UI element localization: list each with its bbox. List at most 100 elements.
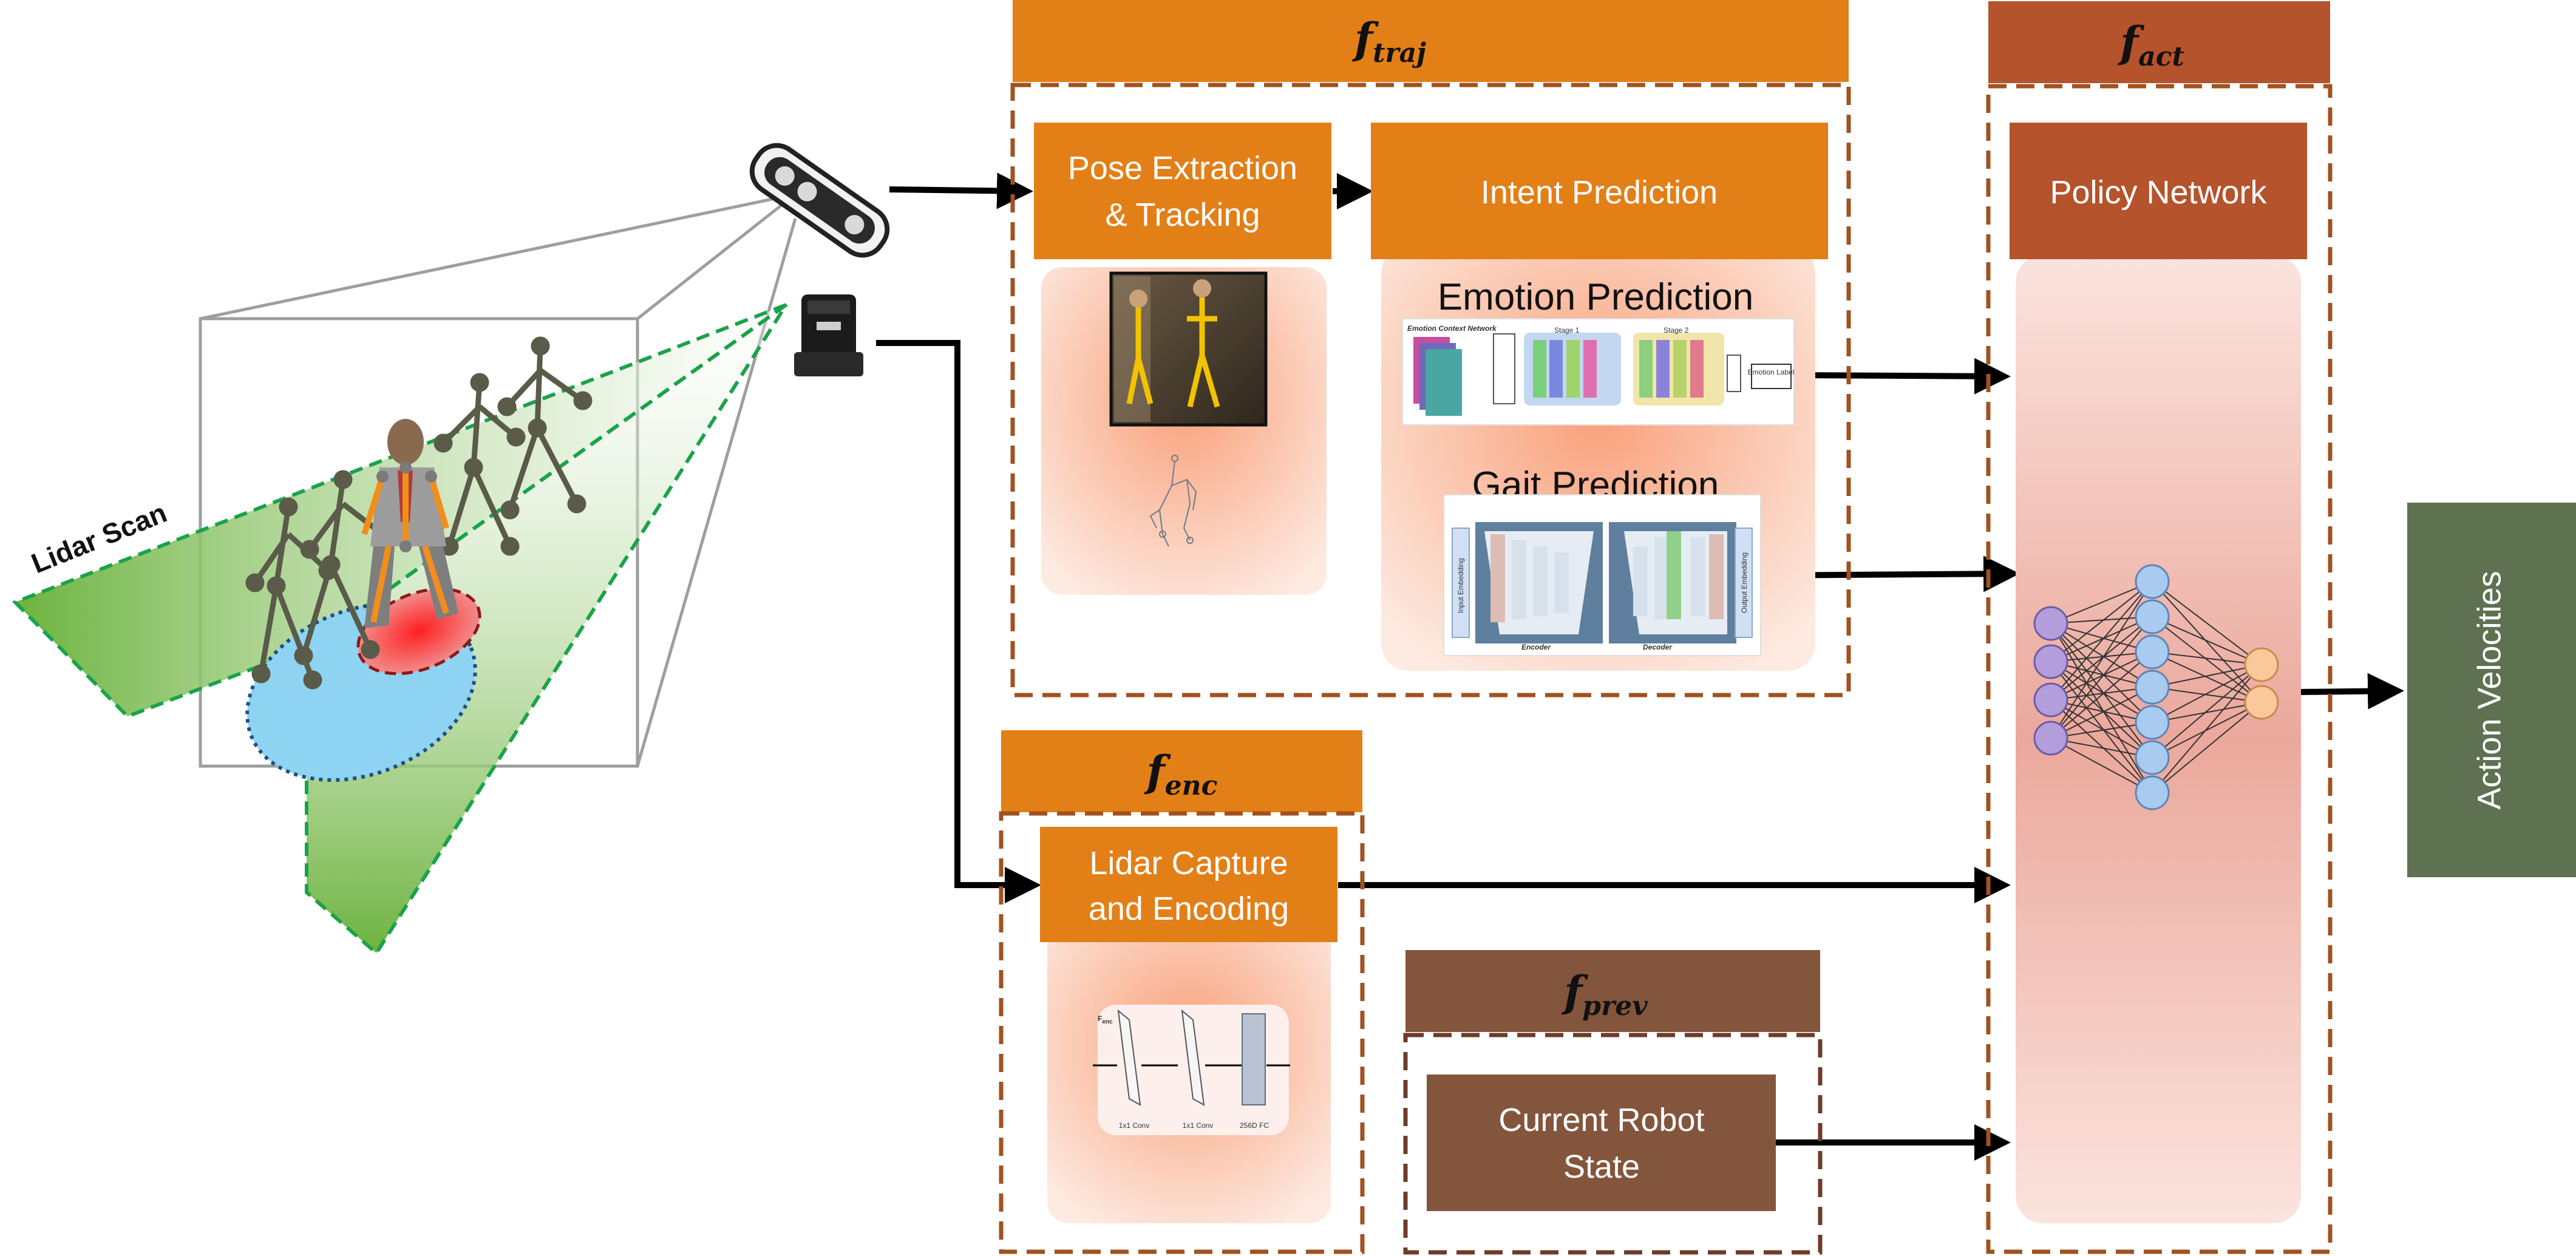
- nn-node-layer-2: [2135, 775, 2170, 810]
- nn-node-layer-3: [2244, 647, 2279, 682]
- nn-connection: [2152, 664, 2262, 723]
- module-act-header: [1988, 1, 2330, 83]
- nn-connection: [2152, 664, 2262, 793]
- skeleton-4: [497, 336, 593, 520]
- svg-text:256D FC: 256D FC: [1240, 1121, 1269, 1130]
- pose-skeleton-sketch: [1149, 455, 1197, 547]
- pose-extraction-line1: Pose Extraction: [1068, 150, 1297, 186]
- pose-extraction-line2: & Tracking: [1105, 197, 1260, 233]
- nn-connection: [2050, 581, 2153, 624]
- arrow-emotion-to-policy: [1795, 358, 2011, 395]
- module-traj: ftraj Pose Extraction & Tracking: [1010, 0, 1851, 698]
- module-traj-border: [1010, 83, 1851, 698]
- policy-network-label: Policy Network: [2050, 174, 2267, 211]
- nn-connection: [2050, 699, 2153, 758]
- lidar-sensor-icon: [794, 294, 863, 376]
- skeleton-1: [245, 497, 338, 690]
- nn-node-layer-2: [2135, 634, 2170, 670]
- arrow-policy-to-output: [2297, 673, 2404, 710]
- nn-connection: [2050, 738, 2153, 793]
- nn-connection: [2050, 623, 2153, 688]
- svg-text:Fenc: Fenc: [1098, 1014, 1113, 1025]
- nn-node-layer-1: [2033, 644, 2068, 679]
- scene-illustration: Lidar Scan: [12, 143, 890, 956]
- nn-connection: [2050, 623, 2153, 653]
- module-enc-header: [1001, 730, 1362, 812]
- lidar-capture-block: [1040, 827, 1337, 942]
- nn-connection: [2050, 616, 2153, 739]
- skeleton-3: [433, 373, 526, 556]
- encoder-network-diagram: Fenc 1x1 Conv 1x1 Conv 256D FC: [1093, 1005, 1290, 1135]
- nn-connection: [2152, 581, 2262, 703]
- robot-state-line1: Current Robot: [1498, 1102, 1704, 1138]
- nn-connection: [2050, 661, 2153, 793]
- nn-node-layer-2: [2135, 564, 2170, 599]
- module-prev-border: [1403, 1033, 1823, 1255]
- robot-state-block: [1427, 1074, 1776, 1211]
- intent-prediction-block: [1371, 123, 1828, 259]
- output-box: Action Velocities: [2407, 503, 2576, 877]
- policy-network-block: [2010, 123, 2307, 259]
- emotion-network-diagram: Emotion Context Network Stage 1 Stage 2 …: [1402, 318, 1795, 426]
- nn-connection: [2152, 616, 2262, 703]
- nn-connection: [2152, 702, 2262, 793]
- nn-connection: [2050, 661, 2153, 723]
- neural-network-graphic: [2033, 564, 2279, 810]
- module-traj-header: [1013, 0, 1849, 82]
- nn-connection: [2152, 664, 2262, 688]
- nn-connection: [2152, 702, 2262, 758]
- svg-text:Stage 2: Stage 2: [1664, 326, 1689, 334]
- nn-connection: [2152, 651, 2262, 665]
- nn-connection: [2050, 651, 2153, 739]
- pose-photo: [1109, 271, 1268, 427]
- svg-text:1x1 Conv: 1x1 Conv: [1119, 1121, 1150, 1130]
- module-enc-border: [999, 811, 1365, 1254]
- intent-prediction-label: Intent Prediction: [1481, 174, 1718, 211]
- gait-network-diagram: Input Embedding Output Embedding Encoder…: [1443, 494, 1761, 656]
- nn-connection: [2152, 616, 2262, 665]
- nn-node-layer-2: [2135, 740, 2170, 775]
- nn-connection: [2050, 699, 2153, 723]
- nn-connection: [2152, 702, 2262, 723]
- nn-connection: [2152, 581, 2262, 665]
- flow-arrows: [876, 172, 2404, 1161]
- svg-text:Encoder: Encoder: [1521, 643, 1551, 651]
- nn-node-layer-3: [2244, 685, 2279, 720]
- svg-text:1x1 Conv: 1x1 Conv: [1183, 1121, 1214, 1130]
- nn-node-layer-1: [2033, 721, 2068, 756]
- robot-state-line2: State: [1563, 1149, 1640, 1185]
- nn-connection: [2050, 699, 2153, 793]
- svg-text:Decoder: Decoder: [1643, 643, 1673, 651]
- depth-camera-icon: [749, 143, 890, 258]
- nn-connection: [2050, 616, 2153, 701]
- arrow-lidar-to-encoding: [876, 340, 1041, 903]
- nn-node-layer-2: [2135, 705, 2170, 740]
- action-velocities-box: [2407, 503, 2576, 877]
- policy-panel: [2016, 255, 2301, 1223]
- module-act: fact Policy Network: [1986, 1, 2333, 1254]
- svg-text:Emotion Label: Emotion Label: [1748, 368, 1795, 376]
- svg-text:Output Embedding: Output Embedding: [1740, 552, 1748, 613]
- nn-connection: [2050, 623, 2153, 723]
- nn-node-layer-1: [2033, 682, 2068, 718]
- walking-pedestrian: [361, 419, 458, 628]
- nn-connection: [2050, 581, 2153, 701]
- module-prev: fprev Current Robot State: [1403, 950, 1823, 1255]
- nn-connection: [2050, 623, 2153, 793]
- nn-connection: [2050, 661, 2153, 688]
- module-enc: fenc Lidar Capture and Encoding Fenc 1x1…: [999, 730, 1365, 1254]
- nn-connection: [2050, 661, 2153, 758]
- action-velocities-label: Action Velocities: [2471, 571, 2507, 809]
- pose-extraction-block: [1034, 123, 1331, 259]
- svg-text:Emotion Context Network: Emotion Context Network: [1407, 324, 1497, 333]
- nn-connection: [2050, 651, 2153, 701]
- module-act-title: fact: [2117, 17, 2184, 72]
- nn-connection: [2152, 651, 2262, 703]
- nn-connection: [2152, 664, 2262, 758]
- lidar-capture-line1: Lidar Capture: [1089, 845, 1288, 881]
- svg-text:Stage 1: Stage 1: [1554, 326, 1580, 334]
- svg-text:Input Embedding: Input Embedding: [1456, 558, 1465, 613]
- nn-node-layer-2: [2135, 599, 2170, 634]
- nn-connection: [2050, 623, 2153, 758]
